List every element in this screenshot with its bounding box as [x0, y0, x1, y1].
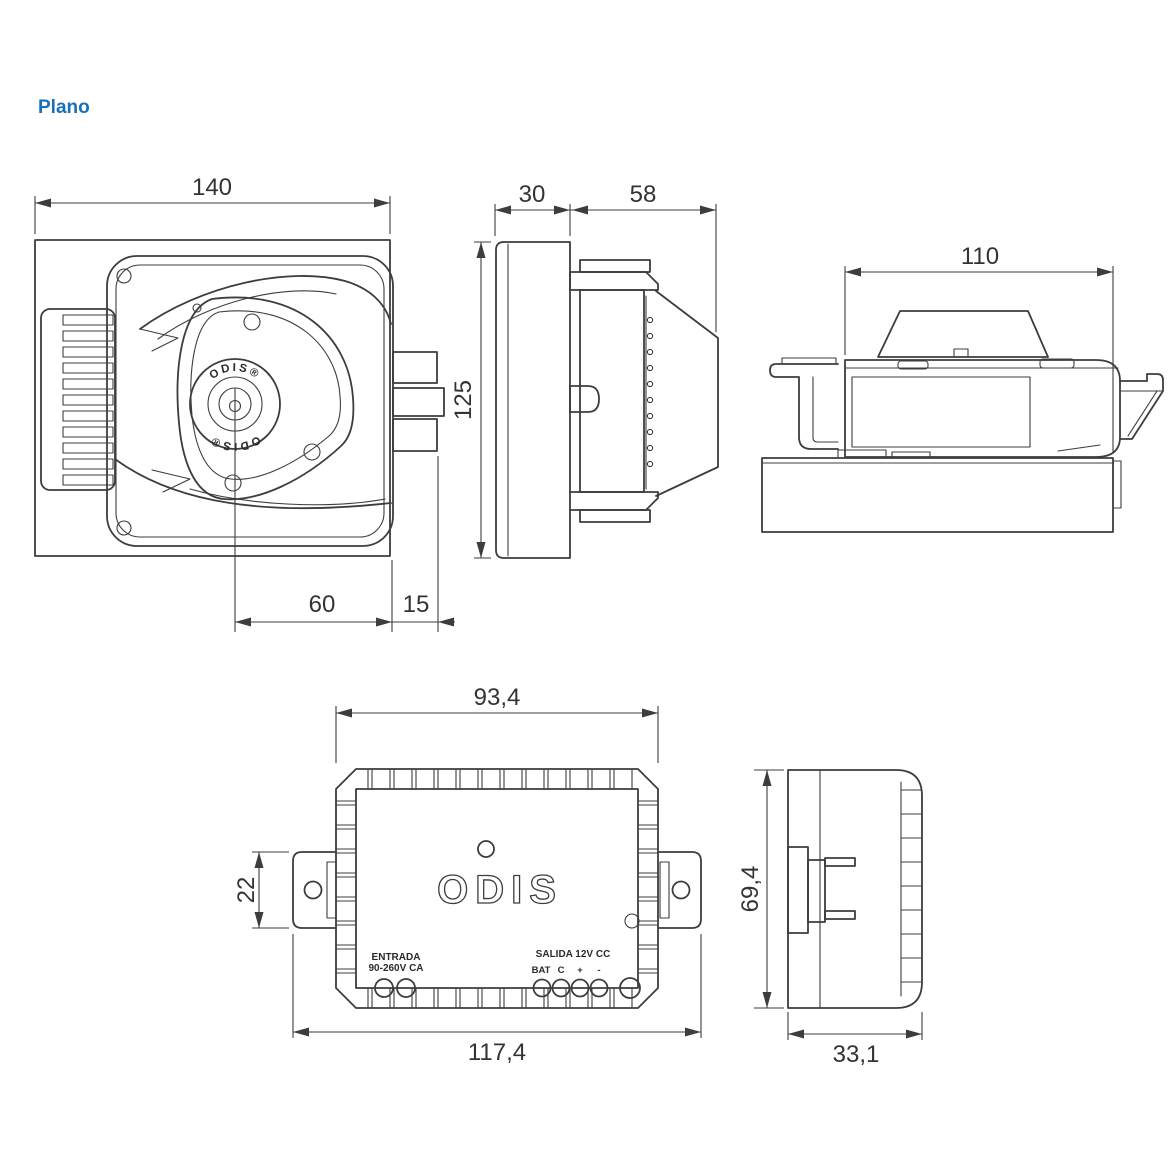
svg-text:ODIS®: ODIS®: [207, 362, 262, 382]
mount-hole-right: [671, 880, 691, 900]
lock-side-dimensions: 30 58 125: [450, 181, 717, 559]
mount-hole-left: [303, 880, 323, 900]
dim-140: 140: [192, 174, 232, 201]
lock-front-view: ODIS® ODIS® 140 60 15: [34, 174, 455, 632]
controller-logo: ODIS: [437, 868, 563, 912]
vent-ticks-right: [637, 800, 659, 974]
lock-body: [106, 255, 394, 547]
serration-teeth: [646, 316, 654, 468]
dim-125: 125: [450, 380, 477, 420]
terminal-block: ENTRADA 90-260V CA SALIDA 12V CC BAT C +…: [368, 949, 641, 999]
side-vent-slats: [900, 789, 922, 983]
input-label-line1: ENTRADA: [372, 952, 421, 963]
dim-117-4: 117,4: [468, 1039, 526, 1066]
terminal-label-minus: -: [597, 965, 600, 976]
lock-front-dimensions: 140 60 15: [34, 174, 455, 632]
input-label-line2: 90-260V CA: [368, 963, 423, 974]
controller-front-view: ODIS ENTRADA 90-260V CA SALIDA 12V CC BA…: [233, 684, 702, 1066]
dim-93-4: 93,4: [474, 684, 521, 711]
dim-33-1: 33,1: [833, 1041, 880, 1068]
dim-60: 60: [309, 591, 336, 618]
vent-ticks-top: [367, 768, 633, 790]
grille-slats: [62, 314, 114, 486]
lock-bolts: [392, 351, 445, 452]
controller-front-dimensions: 93,4 22 117,4: [233, 684, 702, 1066]
vent-ticks-left: [335, 800, 357, 974]
dim-15: 15: [403, 591, 430, 618]
dim-58: 58: [630, 181, 657, 208]
terminal-label-plus: +: [577, 965, 583, 976]
dim-110: 110: [961, 243, 999, 270]
output-label: SALIDA 12V CC: [536, 949, 611, 960]
lock-top-view: 110: [761, 243, 1164, 533]
lock-top-dimensions: 110: [844, 243, 1114, 452]
terminal-label-c: C: [558, 965, 565, 976]
dim-69-4: 69,4: [737, 866, 764, 913]
terminal-label-bat: BAT: [532, 965, 551, 976]
lock-backplate: [34, 239, 391, 557]
vent-ticks-bottom: [367, 987, 633, 1009]
page-title: Plano: [38, 97, 90, 118]
controller-side-view: 69,4 33,1: [737, 769, 923, 1068]
cylinder-brand-top: ODIS®: [207, 362, 260, 382]
dim-30: 30: [519, 181, 546, 208]
lock-side-view: 30 58 125: [450, 181, 719, 559]
dim-22: 22: [233, 877, 260, 904]
controller-side-dimensions: 69,4 33,1: [737, 769, 923, 1068]
